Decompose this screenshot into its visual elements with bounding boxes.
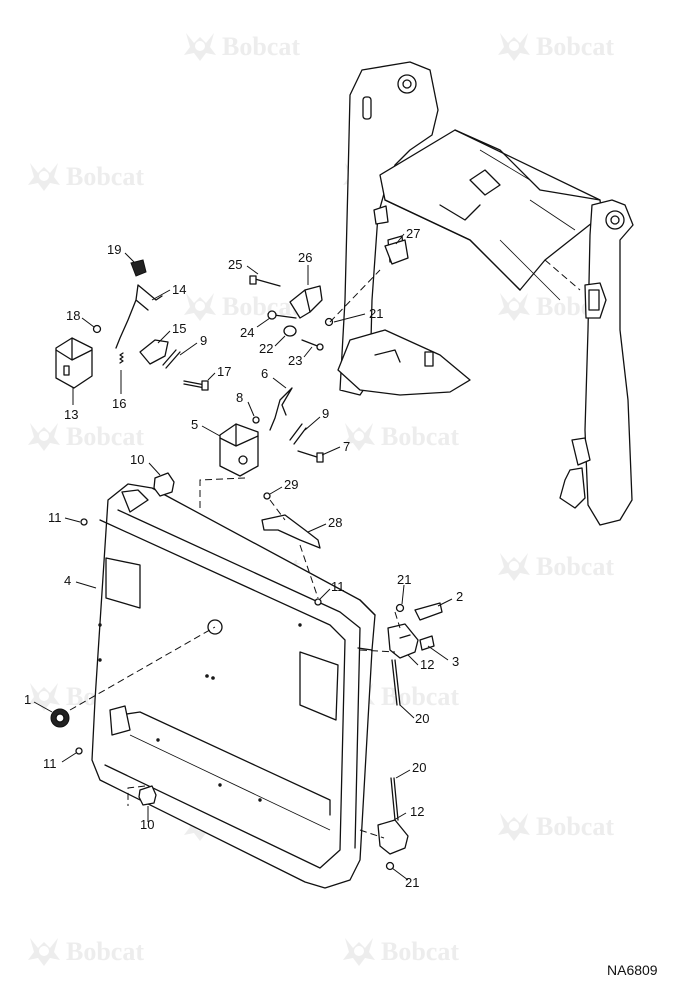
watermark-text: Bobcat	[536, 812, 614, 841]
callout-17: 17	[217, 364, 231, 379]
callout-29: 29	[284, 477, 298, 492]
callout-6: 6	[261, 366, 268, 381]
callout-labels: 19 14 18 15 9 13 16 17 25 26 27 21 24 22…	[24, 226, 463, 890]
callout-21: 21	[369, 306, 383, 321]
bobcat-logo-icon	[498, 293, 530, 321]
callout-16: 16	[112, 396, 126, 411]
callout-13: 13	[64, 407, 78, 422]
watermark: Bobcat	[343, 422, 459, 451]
hinge	[377, 819, 409, 855]
loader-frame	[337, 61, 634, 526]
callout-8: 8	[236, 390, 243, 405]
bobcat-logo-icon	[498, 553, 530, 581]
watermark: Bobcat	[28, 422, 144, 451]
bobcat-logo-icon	[343, 938, 375, 966]
rear-door	[91, 483, 376, 889]
bobcat-logo-icon	[28, 423, 60, 451]
latch-block	[55, 337, 93, 389]
bobcat-logo-icon	[184, 33, 216, 61]
callout-14: 14	[172, 282, 186, 297]
clip	[384, 239, 409, 265]
drawing-number: NA6809	[607, 962, 658, 978]
bobcat-logo-icon	[28, 163, 60, 191]
callout-25: 25	[228, 257, 242, 272]
callout-7: 7	[343, 439, 350, 454]
callout-21: 21	[405, 875, 419, 890]
bobcat-logo-icon	[184, 293, 216, 321]
callout-19: 19	[107, 242, 121, 257]
watermark-text: Bobcat	[66, 422, 144, 451]
screw	[263, 492, 271, 500]
callout-5: 5	[191, 417, 198, 432]
watermark: Bobcat	[343, 682, 459, 711]
watermark: Bobcat	[184, 32, 300, 61]
watermark-text: Bobcat	[536, 32, 614, 61]
callout-11: 11	[331, 579, 345, 594]
callout-4: 4	[64, 573, 71, 588]
callout-28: 28	[328, 515, 342, 530]
callout-23: 23	[288, 353, 302, 368]
callout-18: 18	[66, 308, 80, 323]
watermark: Bobcat	[498, 552, 614, 581]
rubber-bumper	[153, 472, 175, 497]
assembly-lines	[69, 269, 401, 839]
watermark: Bobcat	[343, 937, 459, 966]
callout-1: 1	[24, 692, 31, 707]
watermark: Bobcat	[498, 32, 614, 61]
callout-27: 27	[406, 226, 420, 241]
bobcat-logo-icon	[28, 683, 60, 711]
callout-12: 12	[420, 657, 434, 672]
callout-26: 26	[298, 250, 312, 265]
hinge-clip	[414, 602, 443, 621]
callout-3: 3	[452, 654, 459, 669]
watermark: Bobcat	[28, 162, 144, 191]
callout-11: 11	[43, 756, 57, 771]
rubber-bumper	[138, 785, 157, 806]
bobcat-logo-icon	[498, 33, 530, 61]
callout-10: 10	[140, 817, 154, 832]
callout-15: 15	[172, 321, 186, 336]
bolt	[254, 278, 281, 287]
callout-21: 21	[397, 572, 411, 587]
latch-block	[219, 423, 259, 477]
watermark: Bobcat	[498, 812, 614, 841]
spring	[119, 352, 124, 364]
cam-plate	[139, 339, 169, 365]
bolt	[273, 314, 297, 319]
watermark: Bobcat	[28, 937, 144, 966]
callout-20: 20	[412, 760, 426, 775]
callout-12: 12	[410, 804, 424, 819]
watermark-text: Bobcat	[381, 422, 459, 451]
cotter-pin	[162, 349, 181, 369]
callout-24: 24	[240, 325, 254, 340]
latch-knob	[130, 259, 147, 277]
bobcat-logo-icon	[28, 938, 60, 966]
leader-lines	[33, 233, 453, 881]
callout-20: 20	[415, 711, 429, 726]
watermark-text: Bobcat	[536, 552, 614, 581]
watermark-text: Bobcat	[222, 32, 300, 61]
door-strap	[261, 514, 321, 549]
bolt	[297, 450, 321, 459]
latch-arm	[269, 387, 293, 431]
spacer	[283, 325, 297, 337]
watermark-text: Bobcat	[381, 682, 459, 711]
callout-10: 10	[130, 452, 144, 467]
nut	[92, 324, 102, 334]
hinge	[387, 623, 419, 659]
callout-22: 22	[259, 341, 273, 356]
hinge-pin	[394, 659, 401, 706]
callout-2: 2	[456, 589, 463, 604]
nut	[252, 416, 260, 424]
watermark-text: Bobcat	[66, 162, 144, 191]
latch-rod	[115, 284, 163, 349]
watermark-text: Bobcat	[66, 937, 144, 966]
bobcat-logo-icon	[498, 813, 530, 841]
callout-9: 9	[322, 406, 329, 421]
callout-11: 11	[48, 510, 62, 525]
watermark-text: Bobcat	[381, 937, 459, 966]
callout-9: 9	[200, 333, 207, 348]
